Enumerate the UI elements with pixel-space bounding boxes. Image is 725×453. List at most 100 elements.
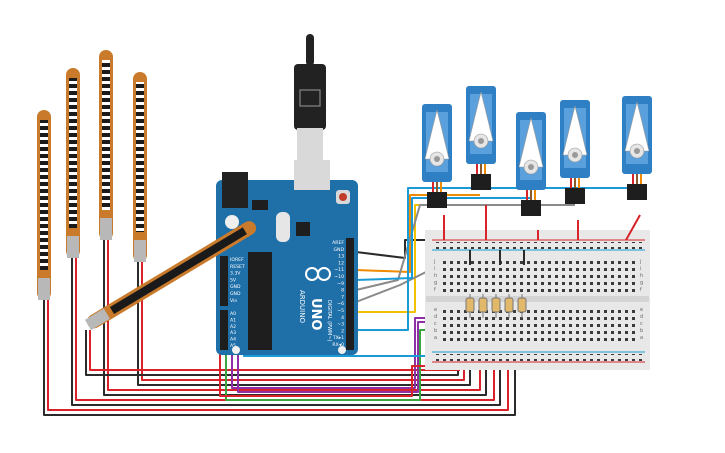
pin-label: ~9 [337, 281, 344, 287]
pin-label: 3.3V [230, 271, 241, 277]
servos [422, 86, 652, 216]
pin-label: A3 [230, 330, 236, 336]
usb-cable [294, 34, 326, 162]
resistors [465, 294, 527, 318]
flex-sensor-3[interactable] [99, 50, 113, 240]
flex-sensor-4[interactable] [133, 72, 147, 262]
row-letter: d [640, 314, 643, 320]
breadboard-jumpers [443, 205, 641, 265]
pin-label: A0 [230, 311, 236, 317]
servo-motor[interactable] [560, 100, 590, 204]
flex-sensors [37, 50, 147, 300]
pin-label: GND [230, 284, 241, 290]
power-jack [294, 160, 330, 190]
row-letter: a [640, 335, 643, 341]
servo-motor[interactable] [516, 112, 546, 216]
pin-label: 13 [338, 254, 344, 260]
row-letter: c [640, 321, 643, 327]
pin-label: 8 [341, 288, 344, 294]
analog-header [220, 310, 228, 350]
pin-label: 2 [341, 328, 344, 334]
row-letter: i [640, 266, 641, 272]
flex-sensor-2[interactable] [66, 68, 80, 258]
pin-label: 4 [341, 315, 344, 321]
resistor [478, 294, 488, 318]
servo-connector [627, 184, 647, 200]
row-letter: g [434, 280, 437, 286]
resistor [491, 294, 501, 318]
wire-red [89, 330, 460, 371]
board-brand: ARDUINO [298, 290, 306, 323]
arduino-logo [305, 267, 331, 281]
arduino-uno-board[interactable]: ARDUINO UNO DIGITAL (PWM~) AREFGND1312~1… [216, 34, 358, 355]
pin-label: GND [230, 291, 241, 297]
pin-label: A5 [230, 343, 236, 349]
row-letter: h [434, 273, 437, 279]
digital-header-title: DIGITAL (PWM~) [326, 300, 332, 342]
servo-connector [427, 192, 447, 208]
row-letter: a [434, 335, 437, 341]
wire-black [355, 239, 440, 259]
wire-black [71, 258, 501, 406]
pin-label: A1 [230, 317, 236, 323]
flex-sensor-5[interactable] [84, 219, 258, 331]
wire-red [47, 300, 509, 411]
resistor [504, 294, 514, 318]
servo-connector [521, 200, 541, 216]
pin-label: 7 [341, 294, 344, 300]
pin-label: TX▸1 [332, 335, 344, 341]
row-letter: h [640, 273, 643, 279]
pin-label: Vin [230, 298, 237, 304]
pin-label: RX◂0 [332, 342, 344, 348]
pin-label: ~5 [337, 308, 344, 314]
board-model: UNO [308, 298, 323, 331]
pin-label: ~11 [334, 267, 344, 273]
resistor [517, 294, 527, 318]
pin-label: A4 [230, 337, 236, 343]
row-letter: i [434, 266, 435, 272]
row-letter: f [434, 287, 436, 293]
servo-connector [471, 174, 491, 190]
digital-header [346, 238, 354, 350]
row-letter: d [434, 314, 437, 320]
row-letter: c [434, 321, 437, 327]
pin-label: ~3 [337, 322, 344, 328]
pin-label: A2 [230, 324, 236, 330]
servo-motor[interactable] [466, 86, 496, 190]
atmega-chip [248, 252, 272, 350]
servo-motor[interactable] [622, 96, 652, 200]
row-letter: f [640, 287, 642, 293]
usb-jack [222, 172, 248, 208]
pin-label: ~10 [334, 274, 344, 280]
servo-connector [565, 188, 585, 204]
row-letter: e [434, 307, 437, 313]
servo-motor[interactable] [422, 104, 452, 208]
wire-black [43, 300, 516, 416]
power-header [220, 256, 228, 306]
pin-label: ~6 [337, 301, 344, 307]
wire-red [219, 312, 440, 397]
row-letter: b [640, 328, 643, 334]
wire-yellow [356, 204, 436, 313]
row-letter: j [433, 259, 435, 265]
wire-blue [355, 197, 530, 281]
row-letter: e [640, 307, 643, 313]
pin-label: GND [333, 247, 344, 253]
pin-label: AREF [332, 240, 344, 246]
row-letter: g [640, 280, 643, 286]
pin-label: 5V [230, 277, 237, 283]
pin-label: RESET [230, 264, 245, 270]
row-letter: b [434, 328, 437, 334]
pin-label: 12 [338, 260, 344, 266]
flex-sensor-1[interactable] [37, 110, 51, 300]
row-letter: j [639, 259, 641, 265]
resistor [465, 294, 475, 318]
pin-label: IOREF [230, 257, 244, 263]
